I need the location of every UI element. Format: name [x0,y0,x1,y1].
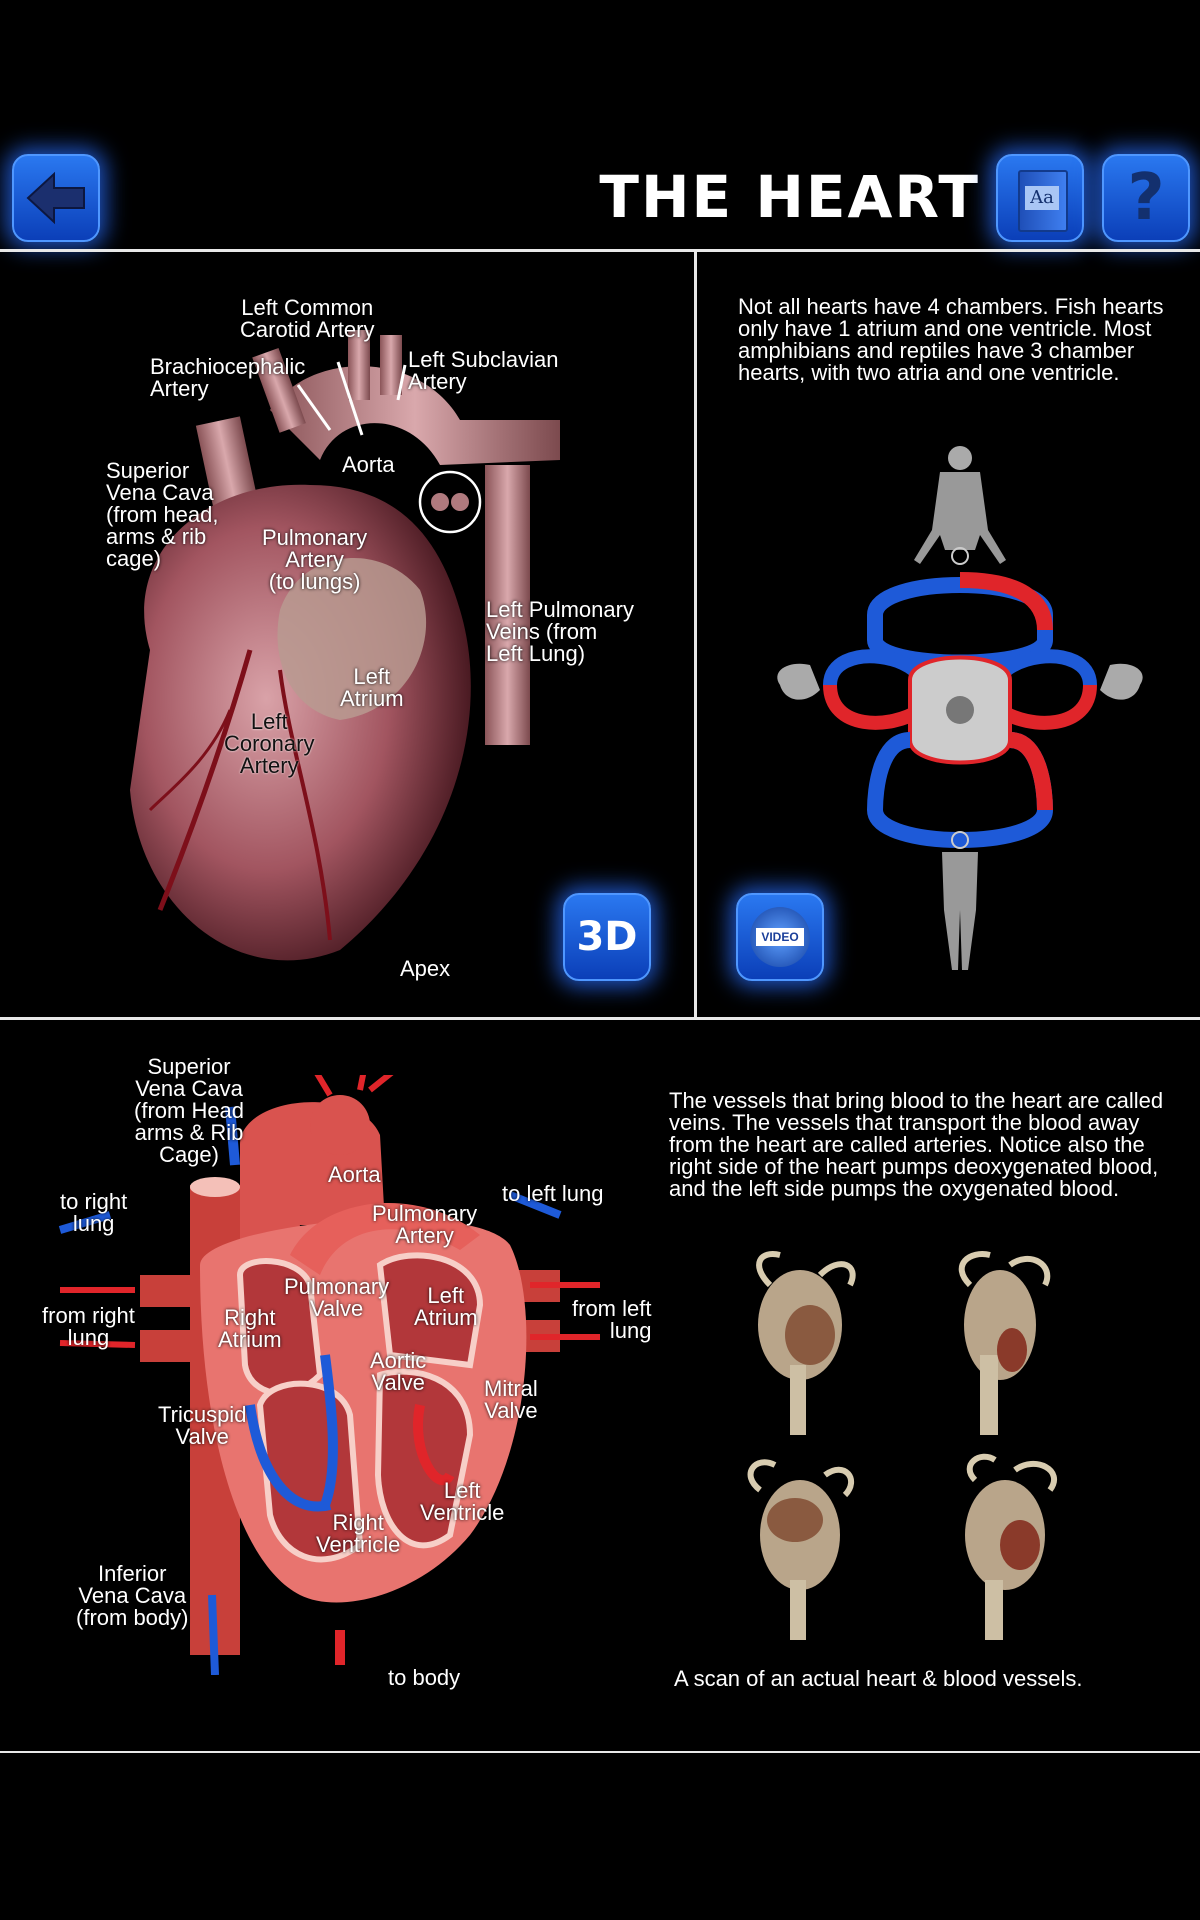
video-label: VIDEO [756,928,804,946]
label-right-ventricle: Right Ventricle [316,1510,401,1557]
label-inferior-vena-cava: Inferior Vena Cava (from body) [76,1561,189,1630]
question-icon: ? [1127,161,1165,235]
label-aortic-valve: Aortic Valve [370,1348,427,1395]
label-apex: Apex [400,956,451,981]
label-from-right-lung: from right lung [42,1303,135,1350]
book-aa-icon: Aa [1018,170,1068,232]
label-pulmonary-artery-top: Pulmonary Artery (to lungs) [262,525,368,594]
book-aa-glyph: Aa [1025,186,1059,210]
page-title: THE HEART [599,163,980,231]
heart-scan-image-3 [747,1459,854,1640]
label-left-subclavian: Left Subclavian Artery [408,347,559,394]
chambers-fact-text: Not all hearts have 4 chambers. Fish hea… [738,294,1164,385]
label-superior-vena-cava-top: Superior Vena Cava (from head, arms & ri… [106,458,219,571]
label-aorta-bottom: Aorta [328,1162,381,1187]
back-arrow-icon [26,171,85,225]
glossary-button[interactable]: Aa [996,154,1084,242]
heart-scan-image-2 [958,1251,1051,1435]
label-left-common-carotid: Left Common Carotid Artery [240,295,375,342]
label-from-left-lung: from left lung [572,1296,652,1343]
middle-divider [0,1017,1200,1020]
veins-arteries-text: The vessels that bring blood to the hear… [669,1088,1164,1201]
label-pulmonary-artery-bottom: Pulmonary Artery [372,1201,478,1248]
label-left-atrium-top: Left Atrium [340,664,404,711]
label-left-coronary-artery: Left Coronary Artery [224,709,315,778]
label-right-atrium: Right Atrium [218,1305,282,1352]
label-tricuspid-valve: Tricuspid Valve [158,1402,247,1449]
heart-interior-diagram [58,1075,600,1675]
header-divider [0,249,1200,252]
label-left-atrium-bottom: Left Atrium [414,1283,478,1330]
label-left-pulmonary-veins: Left Pulmonary Veins (from Left Lung) [486,597,634,666]
label-to-body: to body [388,1665,461,1690]
label-brachiocephalic: Brachiocephalic Artery [150,354,306,401]
circulation-diagram [777,446,1143,970]
heart-scan-image-1 [756,1251,856,1435]
label-to-right-lung: to right lung [60,1189,128,1236]
label-mitral-valve: Mitral Valve [484,1376,538,1423]
label-superior-vena-cava-bottom: Superior Vena Cava (from Head arms & Rib… [134,1054,245,1167]
view-3d-button[interactable]: 3D [563,893,651,981]
view-3d-label: 3D [576,914,638,960]
label-left-ventricle: Left Ventricle [420,1478,505,1525]
scan-caption: A scan of an actual heart & blood vessel… [674,1666,1083,1691]
help-button[interactable]: ? [1102,154,1190,242]
label-aorta-top: Aorta [342,452,395,477]
heart-exterior-illustration [130,330,560,961]
top-panel-divider [694,252,697,1018]
video-icon: VIDEO [750,907,810,967]
label-pulmonary-valve: Pulmonary Valve [284,1274,390,1321]
heart-scan-image-4 [965,1453,1058,1640]
label-to-left-lung: to left lung [502,1181,604,1206]
bottom-divider [0,1751,1200,1753]
video-button[interactable]: VIDEO [736,893,824,981]
back-button[interactable] [12,154,100,242]
